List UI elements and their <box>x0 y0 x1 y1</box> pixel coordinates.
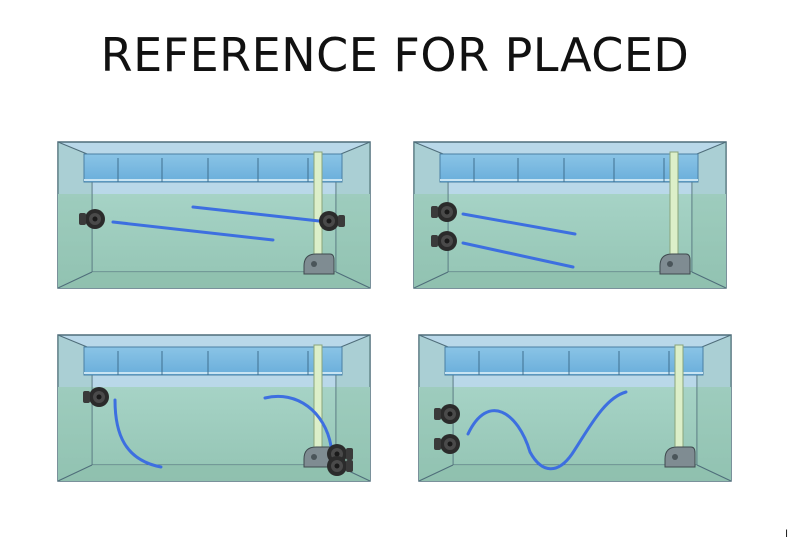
diagram-opposing-pumps <box>57 141 371 289</box>
page-mark: I <box>784 528 788 540</box>
flow-line <box>113 395 333 469</box>
diagram-stacked-left-pumps <box>413 141 727 289</box>
page-title: REFERENCE FOR PLACED <box>100 28 690 82</box>
diagram-corner-gyre <box>57 334 371 482</box>
flow-line <box>461 212 577 269</box>
flow-line <box>466 390 628 471</box>
diagram-wave-pattern <box>418 334 732 482</box>
flow-line <box>111 205 321 242</box>
